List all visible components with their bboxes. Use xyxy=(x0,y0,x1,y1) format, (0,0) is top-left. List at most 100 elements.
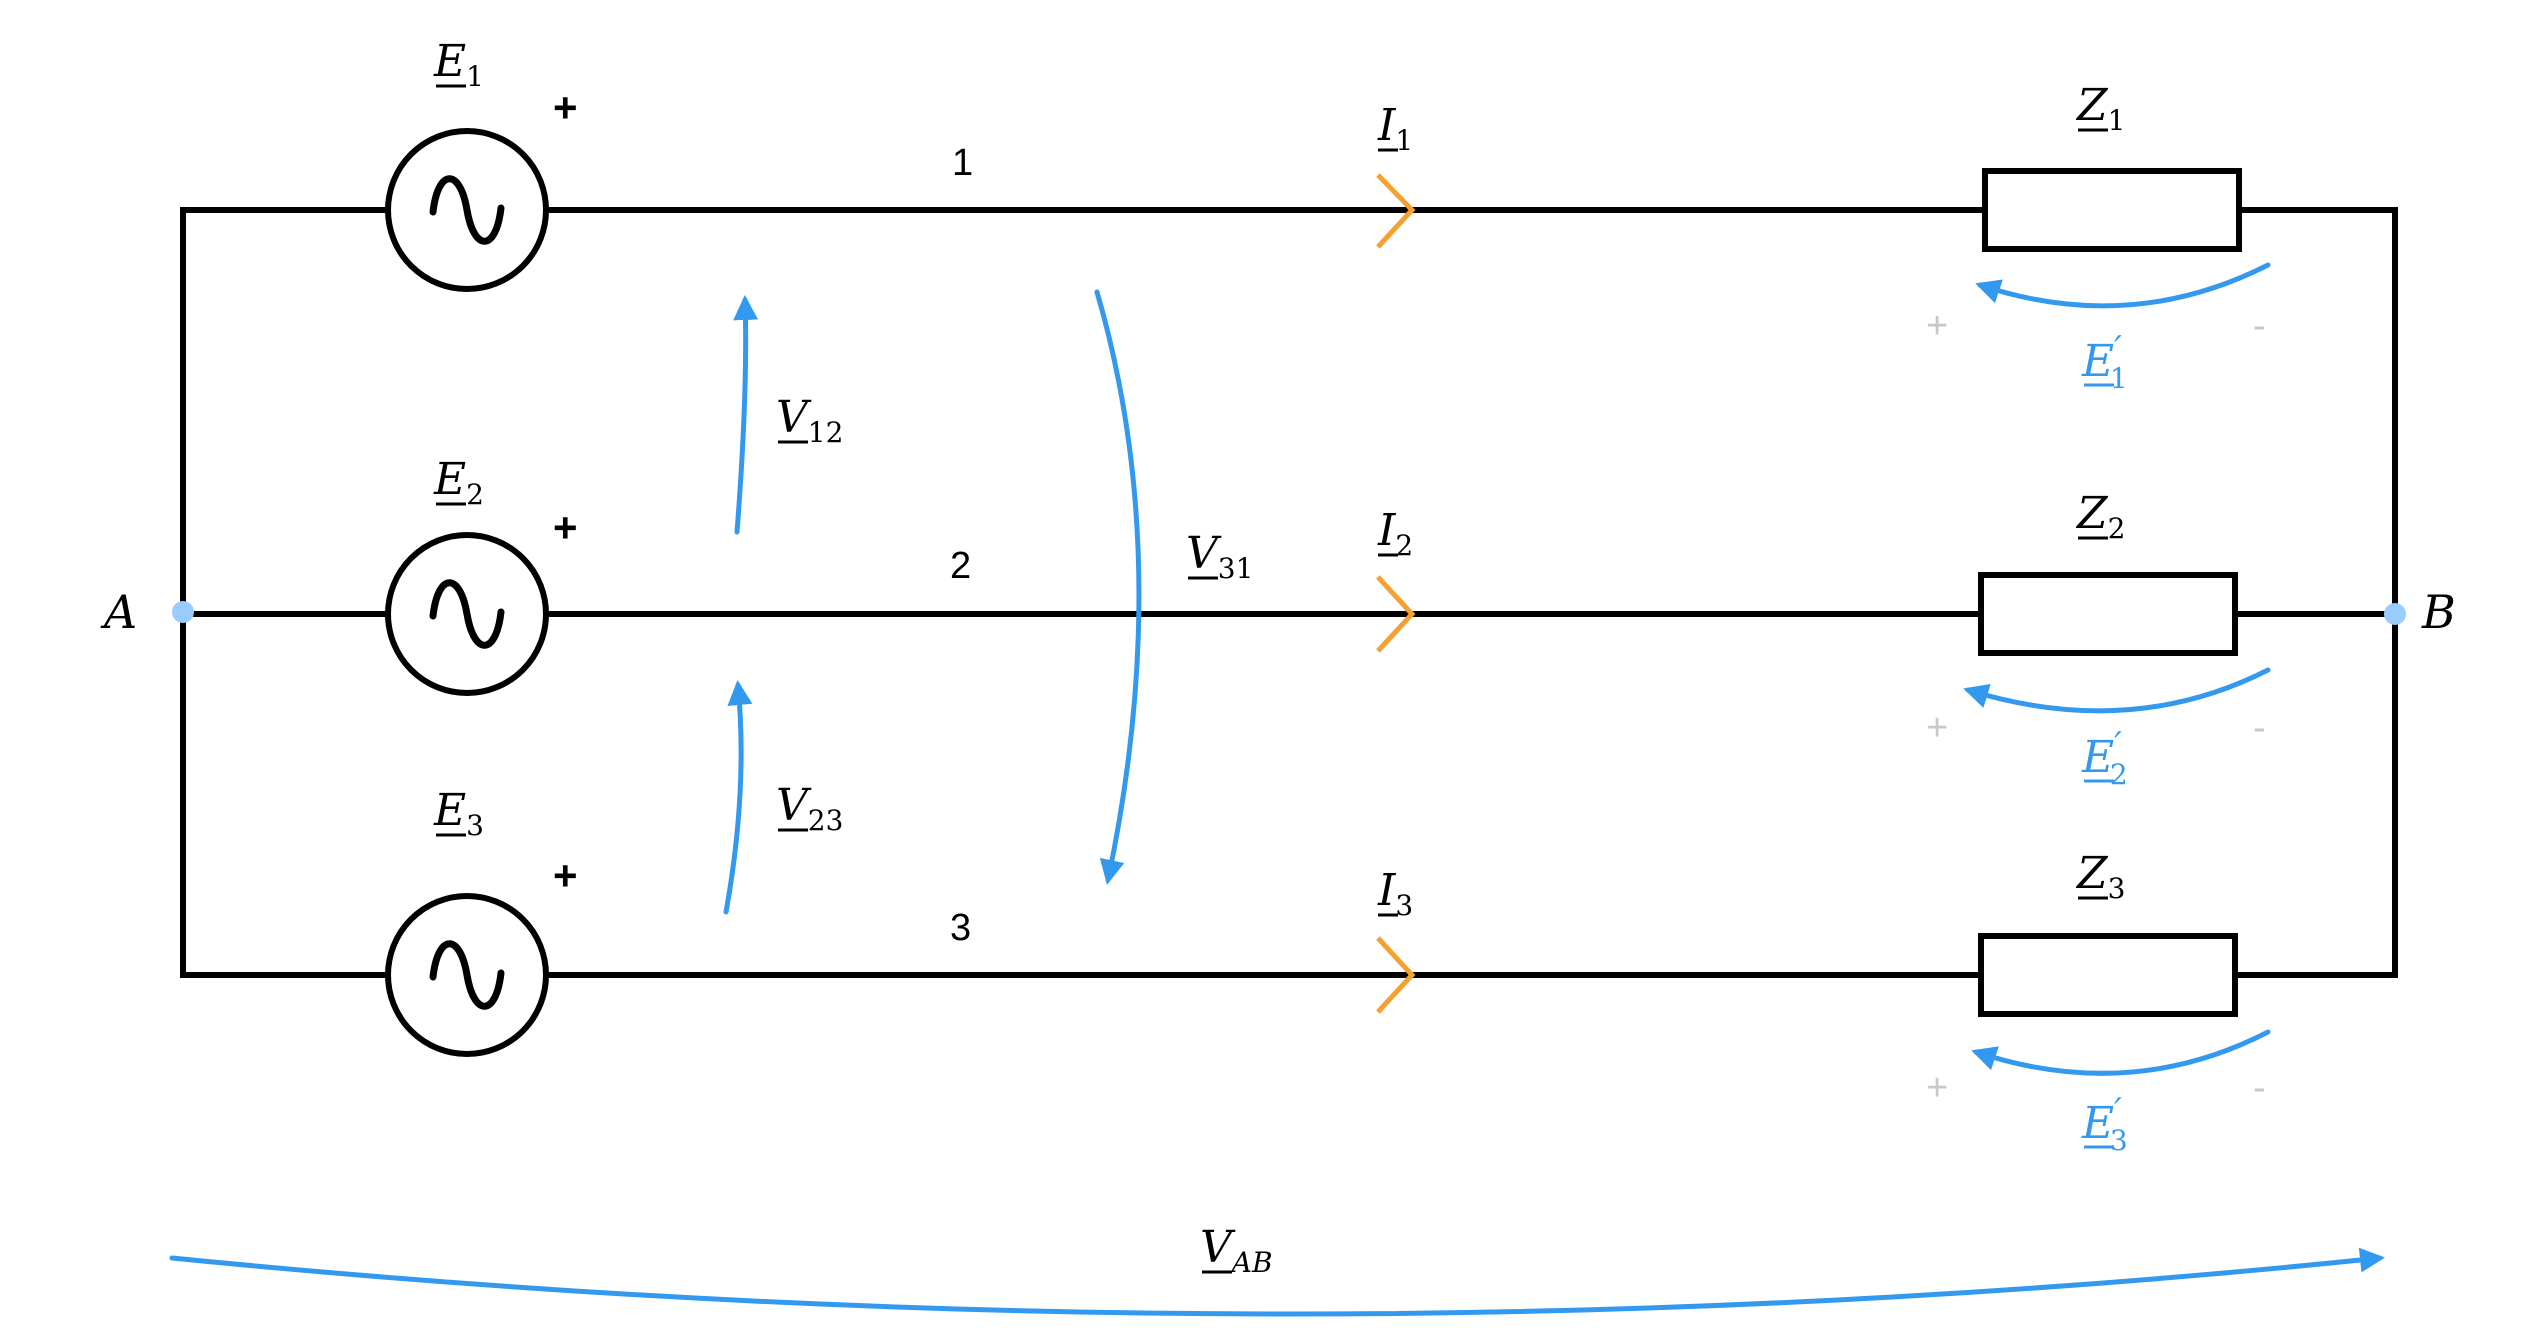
sine-wave-icon xyxy=(429,175,505,245)
sine-wave-icon xyxy=(429,579,505,649)
svg-text:I2: I2 xyxy=(1377,505,1413,562)
symbol-letter: E xyxy=(433,454,466,505)
node-b-dot xyxy=(2384,603,2406,625)
emf-3-label: E′3 xyxy=(2081,1091,2128,1157)
symbol-subscript: 1 xyxy=(466,60,484,93)
symbol-subscript: AB xyxy=(1229,1246,1273,1279)
symbol-letter: Z xyxy=(2075,848,2109,899)
voltage-v23-label: V23 xyxy=(776,780,843,837)
voltage-arrow-v12 xyxy=(733,295,759,535)
symbol-prime: ′ xyxy=(2114,725,2122,765)
svg-text:Z1: Z1 xyxy=(2075,80,2125,137)
emf-arrow-1 xyxy=(1975,262,2271,309)
impedance-3 xyxy=(1978,933,2238,1017)
ac-source-1 xyxy=(385,128,549,292)
emf-arrow-3 xyxy=(1971,1029,2271,1076)
impedance-2-label: Z2 xyxy=(2075,488,2125,545)
sine-wave-icon xyxy=(429,940,505,1010)
symbol-subscript: 3 xyxy=(1395,889,1413,922)
symbol-letter: E xyxy=(2081,1098,2114,1149)
voltage-vab-label: VAB xyxy=(1200,1222,1273,1279)
emf-1-minus: - xyxy=(2253,305,2266,347)
symbol-subscript: 2 xyxy=(1395,529,1413,562)
impedance-1 xyxy=(1982,168,2242,252)
source-1-polarity: + xyxy=(553,84,578,131)
emf-1-label: E′1 xyxy=(2081,329,2128,395)
svg-text:V12: V12 xyxy=(776,392,843,449)
svg-text:V31: V31 xyxy=(1186,528,1253,585)
symbol-letter: I xyxy=(1377,505,1397,556)
node-b-label: B xyxy=(2421,585,2456,639)
symbol-letter: V xyxy=(1186,528,1222,579)
svg-text:E1: E1 xyxy=(433,36,484,93)
symbol-subscript: 1 xyxy=(2110,362,2128,395)
voltage-v31-label: V31 xyxy=(1186,528,1253,585)
symbol-letter: V xyxy=(1200,1222,1236,1273)
svg-text:E′1: E′1 xyxy=(2081,329,2128,395)
source-2-label: E2 xyxy=(433,454,484,511)
emf-2-label: E′2 xyxy=(2081,725,2128,791)
branch-2-number: 2 xyxy=(950,545,971,587)
svg-text:Z3: Z3 xyxy=(2075,848,2125,905)
symbol-letter: E xyxy=(433,785,466,836)
symbol-subscript: 1 xyxy=(2108,104,2126,137)
symbol-letter: V xyxy=(776,780,812,831)
current-marker-3 xyxy=(1376,936,1416,1014)
voltage-arrow-v31 xyxy=(1094,289,1142,885)
symbol-letter: I xyxy=(1377,865,1397,916)
emf-2-minus: - xyxy=(2253,707,2266,749)
emf-3-plus: + xyxy=(1926,1067,1948,1109)
symbol-subscript: 1 xyxy=(1395,124,1413,157)
source-3-polarity: + xyxy=(553,852,578,899)
svg-text:E′2: E′2 xyxy=(2081,725,2128,791)
svg-text:I3: I3 xyxy=(1377,865,1413,922)
symbol-prime: ′ xyxy=(2114,329,2122,369)
current-1-label: I1 xyxy=(1377,100,1413,157)
symbol-subscript: 3 xyxy=(466,809,484,842)
svg-text:E3: E3 xyxy=(433,785,484,842)
symbol-subscript: 12 xyxy=(808,416,844,449)
svg-text:Z2: Z2 xyxy=(2075,488,2125,545)
emf-1-plus: + xyxy=(1926,305,1948,347)
symbol-letter: Z xyxy=(2075,488,2109,539)
emf-3-minus: - xyxy=(2253,1067,2266,1109)
symbol-subscript: 23 xyxy=(808,804,844,837)
symbol-subscript: 3 xyxy=(2108,872,2126,905)
symbol-subscript: 2 xyxy=(2108,512,2126,545)
symbol-prime: ′ xyxy=(2114,1091,2122,1131)
symbol-letter: V xyxy=(776,392,812,443)
emf-arrow-2 xyxy=(1963,667,2271,714)
current-3-label: I3 xyxy=(1377,865,1413,922)
impedance-2 xyxy=(1978,572,2238,656)
current-marker-2 xyxy=(1376,575,1416,653)
symbol-subscript: 2 xyxy=(466,478,484,511)
impedance-3-label: Z3 xyxy=(2075,848,2125,905)
symbol-letter: I xyxy=(1377,100,1397,151)
ac-source-3 xyxy=(385,893,549,1057)
source-1-label: E1 xyxy=(433,36,484,93)
symbol-letter: E xyxy=(2081,732,2114,783)
node-a-label: A xyxy=(100,585,137,639)
current-2-label: I2 xyxy=(1377,505,1413,562)
svg-text:E2: E2 xyxy=(433,454,484,511)
voltage-v12-label: V12 xyxy=(776,392,843,449)
symbol-subscript: 2 xyxy=(2110,758,2128,791)
node-a-dot xyxy=(172,601,194,623)
symbol-subscript: 3 xyxy=(2110,1124,2128,1157)
voltage-arrow-v23 xyxy=(723,680,753,915)
emf-2-plus: + xyxy=(1926,707,1948,749)
symbol-subscript: 31 xyxy=(1218,552,1254,585)
branch-1-number: 1 xyxy=(952,142,973,184)
source-3-label: E3 xyxy=(433,785,484,842)
wiring xyxy=(180,207,2398,978)
impedance-1-label: Z1 xyxy=(2075,80,2125,137)
ac-source-2 xyxy=(385,532,549,696)
svg-text:E′3: E′3 xyxy=(2081,1091,2128,1157)
source-2-polarity: + xyxy=(553,504,578,551)
svg-text:I1: I1 xyxy=(1377,100,1413,157)
symbol-letter: E xyxy=(433,36,466,87)
current-marker-1 xyxy=(1376,173,1416,249)
voltage-arrow-vab xyxy=(169,1247,2385,1317)
branch-3-number: 3 xyxy=(950,907,971,949)
